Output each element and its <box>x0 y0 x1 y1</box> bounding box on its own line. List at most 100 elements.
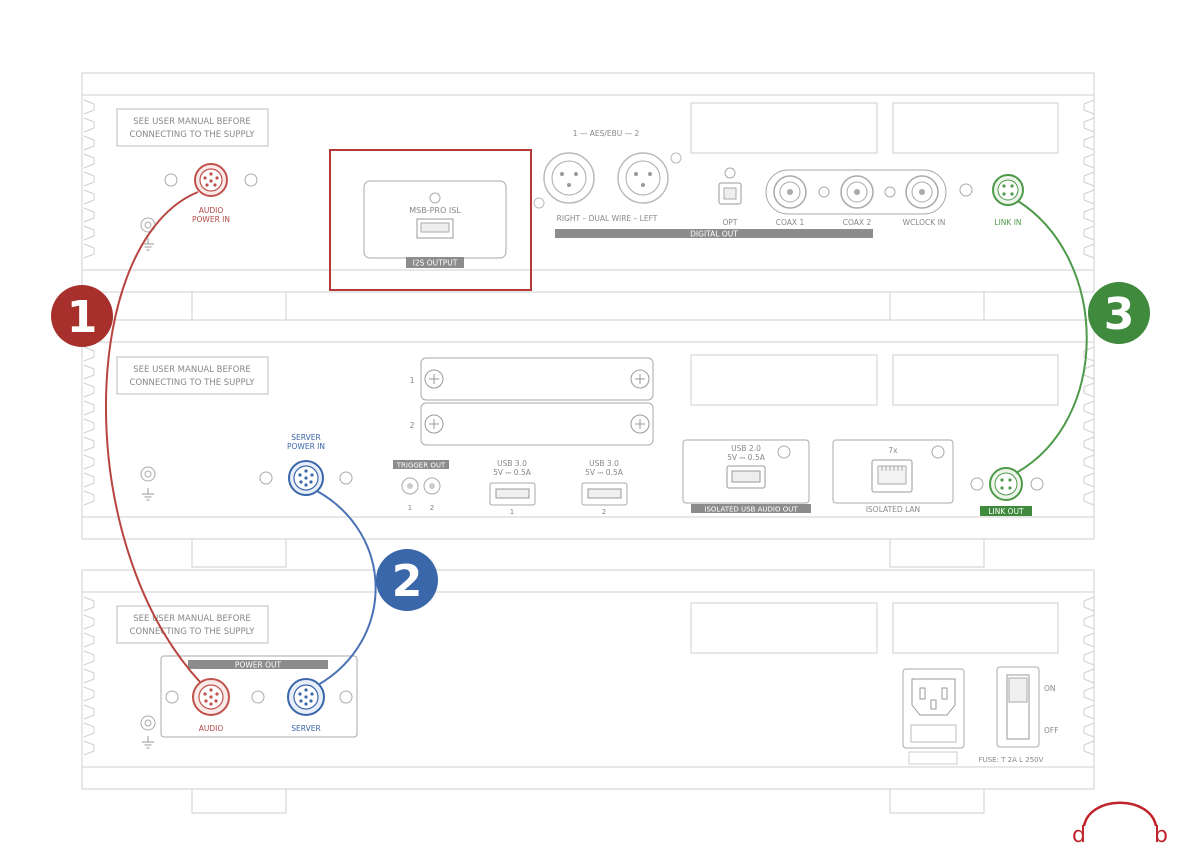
screw-icon <box>251 690 265 704</box>
dual-wire-label: RIGHT – DUAL WIRE – LEFT <box>557 214 658 223</box>
xlr-connector-2[interactable] <box>617 152 669 204</box>
i2s-module-name: MSB-PRO ISL <box>409 206 461 215</box>
bottom-blank-panel-2 <box>892 602 1059 654</box>
bottom-unit: SEE USER MANUAL BEFORE CONNECTING TO THE… <box>81 569 1095 814</box>
screw-icon <box>959 183 973 197</box>
screw-icon <box>970 477 984 491</box>
isolated-usb-label: ISOLATED USB AUDIO OUT <box>704 506 798 514</box>
power-out-module <box>160 655 358 738</box>
thumbscrew-icon[interactable] <box>424 414 444 434</box>
trigger-2-number: 2 <box>430 504 434 512</box>
top-manual-line1: SEE USER MANUAL BEFORE <box>133 117 250 127</box>
digital-out-bar <box>555 229 873 238</box>
aes-ebu-label: 1 — AES/EBU — 2 <box>573 129 640 138</box>
digital-out-label: DIGITAL OUT <box>690 230 738 239</box>
power-out-bar <box>188 660 328 669</box>
server-power-in-label-2: POWER IN <box>287 442 325 451</box>
middle-unit: SEE USER MANUAL BEFORE CONNECTING TO THE… <box>81 319 1095 568</box>
middle-manual-line1: SEE USER MANUAL BEFORE <box>133 365 250 375</box>
screw-icon <box>259 471 273 485</box>
cable-1-audio-power <box>105 191 201 683</box>
i2s-output-label: I2S OUTPUT <box>413 259 458 268</box>
screw-icon <box>670 152 682 164</box>
server-power-out-connector[interactable] <box>287 678 325 716</box>
wclock-in-connector[interactable] <box>905 175 939 209</box>
top-unit: SEE USER MANUAL BEFORE CONNECTING TO THE… <box>81 72 1095 321</box>
usb3-2-label-2: 5V ⎓ 0.5A <box>585 468 624 477</box>
audio-power-in-label-2: POWER IN <box>192 215 230 224</box>
isolated-usb-bar <box>691 504 811 513</box>
middle-blank-panel-1 <box>690 354 878 406</box>
audio-power-out-connector[interactable] <box>192 678 230 716</box>
trigger-out-bar <box>393 460 449 469</box>
trigger-out-label: TRIGGER OUT <box>396 462 446 470</box>
top-left-foot <box>191 291 287 321</box>
ground-terminal-icon <box>140 715 156 731</box>
opt-label: OPT <box>722 218 737 227</box>
link-out-connector[interactable] <box>989 467 1023 501</box>
screw-icon <box>818 186 830 198</box>
screw-icon <box>1030 477 1044 491</box>
top-blank-panel-1 <box>690 102 878 154</box>
usb3-1-label-2: 5V ⎓ 0.5A <box>493 468 532 477</box>
link-out-bar <box>980 506 1032 516</box>
bottom-right-foot <box>889 788 985 814</box>
bottom-left-foot <box>191 788 287 814</box>
coax-2-connector[interactable] <box>840 175 874 209</box>
cable-3-link <box>1015 200 1088 474</box>
step-marker-2: 2 <box>376 549 438 611</box>
step-marker-2-text: 2 <box>392 556 423 607</box>
screw-icon <box>339 471 353 485</box>
lan-7x-label: 7x <box>888 446 898 455</box>
usb3-2-label-1: USB 3.0 <box>589 459 619 468</box>
screw-icon <box>777 445 791 459</box>
link-in-connector[interactable] <box>992 174 1024 206</box>
isolated-lan-label: ISOLATED LAN <box>866 505 920 514</box>
screw-icon <box>724 167 736 179</box>
bottom-manual-line2: CONNECTING TO THE SUPPLY <box>130 627 256 637</box>
bottom-manual-line1: SEE USER MANUAL BEFORE <box>133 614 250 624</box>
slot-1-number: 1 <box>409 376 414 385</box>
step-marker-3-text: 3 <box>1104 289 1135 340</box>
usb3-1-number: 1 <box>510 508 514 516</box>
i2s-highlight-box <box>329 149 532 291</box>
coax-1-connector[interactable] <box>773 175 807 209</box>
server-power-in-connector[interactable] <box>288 460 324 496</box>
i2s-output-label-bar <box>406 257 464 268</box>
screw-icon <box>884 186 896 198</box>
bottom-blank-panel-1 <box>690 602 878 654</box>
screw-icon <box>533 197 545 209</box>
screw-icon <box>339 690 353 704</box>
coax-1-label: COAX 1 <box>776 218 805 227</box>
thumbscrew-icon[interactable] <box>630 369 650 389</box>
middle-left-foot <box>191 538 287 568</box>
switch-off-label: OFF <box>1044 726 1059 735</box>
middle-manual-line2: CONNECTING TO THE SUPPLY <box>130 378 256 388</box>
step-marker-1: 1 <box>51 285 113 347</box>
ground-symbol-icon <box>142 238 154 251</box>
power-out-label: POWER OUT <box>235 661 282 670</box>
usb2-label-1: USB 2.0 <box>731 444 761 453</box>
audio-power-in-connector[interactable] <box>194 163 228 197</box>
link-in-label: LINK IN <box>994 218 1021 227</box>
top-manual-line2: CONNECTING TO THE SUPPLY <box>130 130 256 140</box>
cable-2-server-power <box>316 490 377 686</box>
ground-symbol-icon <box>142 488 154 501</box>
logo-letter-left: d <box>1072 823 1086 848</box>
fuse-drawer[interactable] <box>910 724 957 743</box>
screw-icon <box>165 690 179 704</box>
logo-letter-right: b <box>1154 823 1168 848</box>
ground-terminal-icon <box>140 466 156 482</box>
top-manual-notice <box>116 108 269 147</box>
thumbscrew-icon[interactable] <box>424 369 444 389</box>
expansion-slot-1 <box>420 357 654 401</box>
thumbscrew-icon[interactable] <box>630 414 650 434</box>
screw-icon <box>244 173 258 187</box>
xlr-connector-1[interactable] <box>543 152 595 204</box>
usb2-label-2: 5V ⎓ 0.5A <box>727 453 766 462</box>
screw-icon <box>429 192 441 204</box>
server-power-out-label: SERVER <box>291 724 320 733</box>
audio-power-in-label-1: AUDIO <box>199 206 224 215</box>
step-marker-1-text: 1 <box>67 292 98 343</box>
